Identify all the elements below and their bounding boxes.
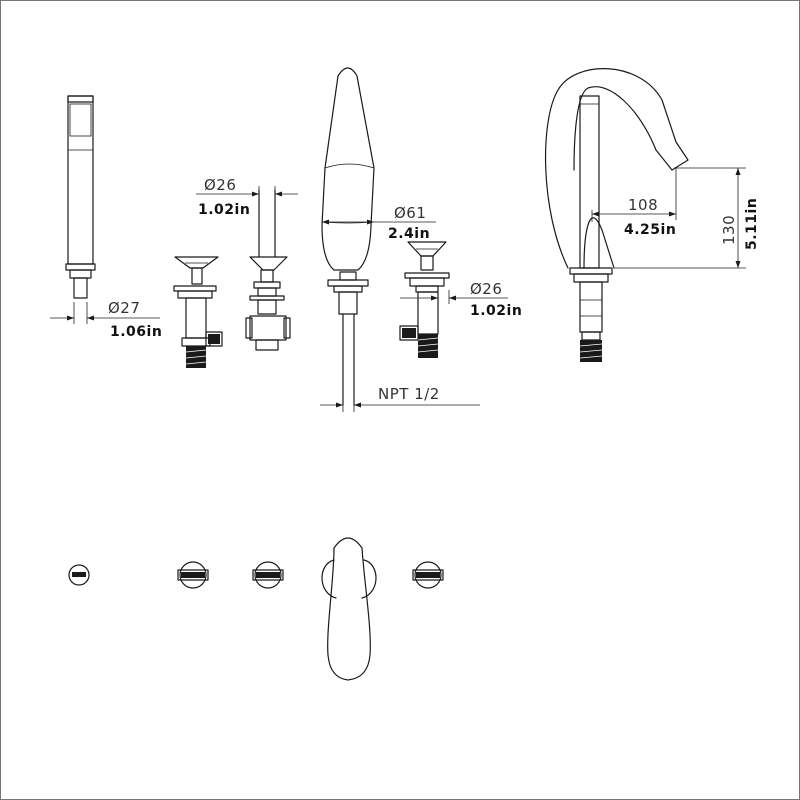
valve-left-dia-mm: Ø26: [204, 176, 236, 194]
left-handle-valve-side-view: [173, 256, 223, 368]
valve-right-dimension: Ø26 1.02in: [400, 280, 522, 319]
thread-label: NPT 1/2: [378, 385, 440, 403]
spout-height-in: 5.11in: [744, 198, 760, 250]
hand-shower-dia-mm: Ø27: [108, 299, 140, 317]
hand-shower-dimension: Ø27 1.06in: [50, 299, 162, 340]
left-handle-top-view: [177, 561, 209, 589]
valve-left-dimension: Ø26 1.02in: [196, 176, 298, 218]
spout-reach-mm: 108: [628, 196, 658, 214]
right-handle-top-view: [412, 561, 444, 589]
hand-shower-side-view: [65, 95, 96, 299]
spout-height-mm: 130: [720, 215, 738, 245]
valve-left-dia-in: 1.02in: [198, 202, 250, 218]
valve-cartridge-side-view: [245, 189, 291, 351]
cartridge-top-view: [252, 561, 284, 589]
valve-right-dia-in: 1.02in: [470, 303, 522, 319]
valve-right-dia-mm: Ø26: [470, 280, 502, 298]
spout-base-dia-mm: Ø61: [394, 204, 426, 222]
spout-height-dimension: 130 5.11in: [614, 167, 760, 269]
spout-base-dimension: Ø61 2.4in: [322, 204, 436, 242]
spout-side-view: [544, 68, 689, 362]
hand-shower-dia-in: 1.06in: [110, 324, 162, 340]
hand-shower-top-view: [68, 564, 90, 586]
spout-reach-in: 4.25in: [624, 222, 676, 238]
right-handle-valve-side-view: [399, 241, 450, 358]
spout-front-view: [321, 67, 375, 406]
spout-base-dia-in: 2.4in: [388, 226, 430, 242]
thread-dimension: NPT 1/2: [320, 385, 480, 412]
spout-top-view: [321, 537, 377, 681]
spout-reach-dimension: 108 4.25in: [591, 168, 677, 238]
